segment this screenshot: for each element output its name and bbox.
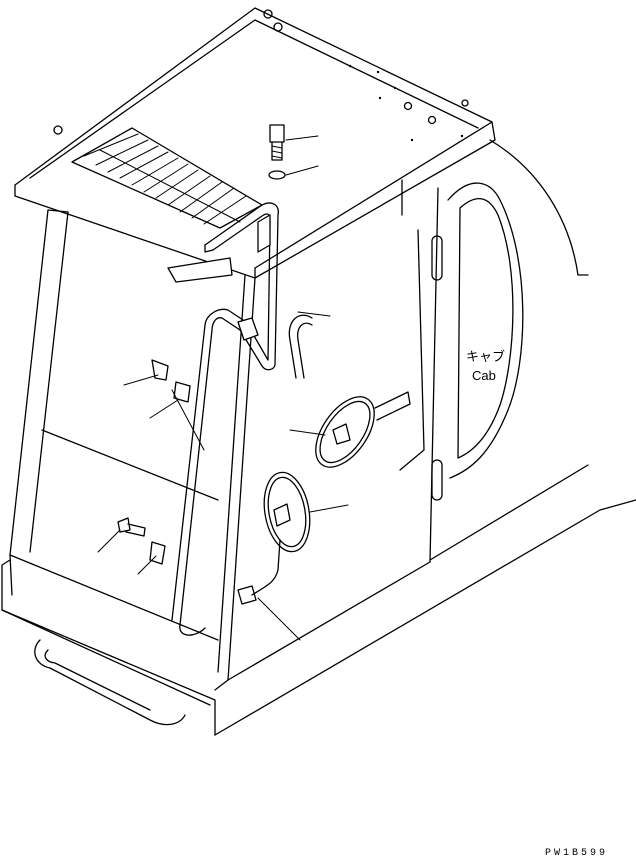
roof-mount-bolt — [258, 125, 285, 252]
drawing-code: PW1B599 — [545, 848, 608, 859]
roof-vent-grille — [72, 128, 262, 228]
handrail-pipe — [172, 203, 278, 635]
leader-lines — [98, 136, 348, 640]
handle-brackets — [168, 258, 280, 604]
cab-label-en: Cab — [472, 368, 496, 383]
mirror-upper — [304, 387, 386, 478]
cab-roof — [15, 8, 495, 278]
cab-frame — [10, 140, 588, 680]
loose-parts — [118, 360, 190, 564]
cab-label-jp: キャブ — [466, 349, 505, 364]
grab-handle — [289, 315, 312, 378]
mirror-lower — [258, 469, 315, 555]
door-window — [375, 183, 523, 500]
cab-base — [2, 500, 636, 735]
